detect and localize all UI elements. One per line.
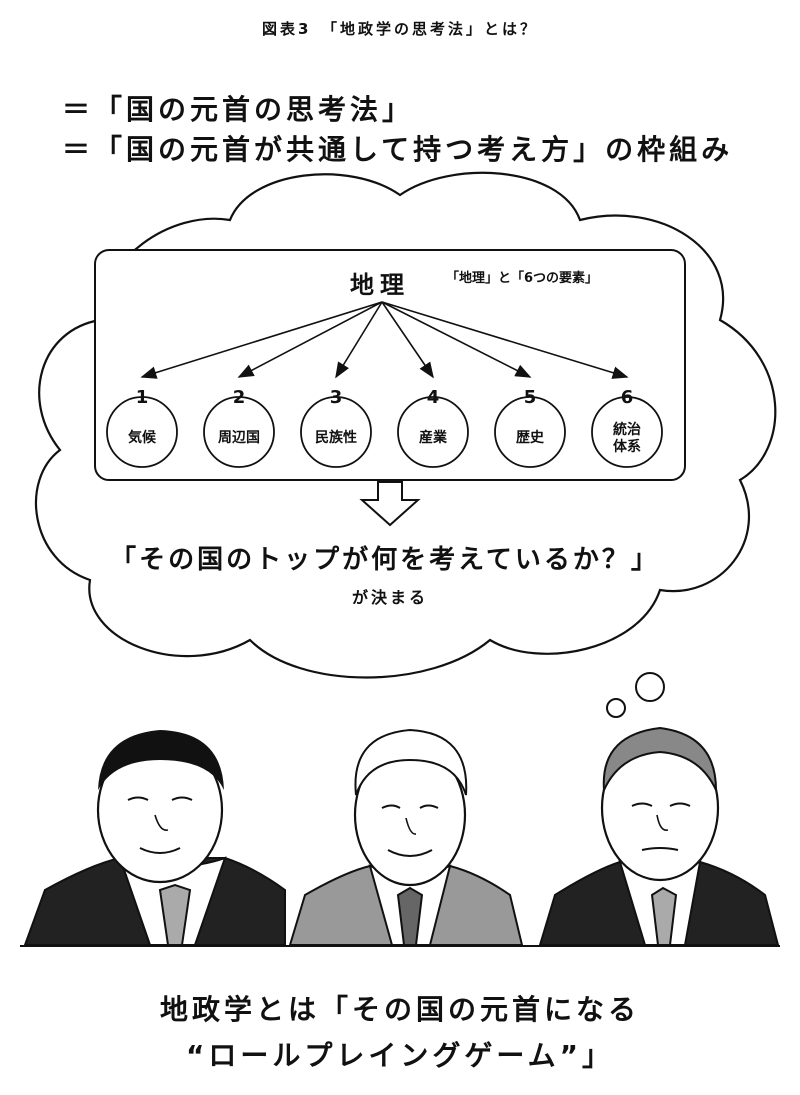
element-number-1: 1 [136, 387, 149, 408]
thought-bubble-large [635, 672, 665, 702]
arrow-to-element-1 [140, 301, 383, 379]
equivalence-line-1: ＝「国の元首の思考法」 [62, 93, 415, 126]
element-label-4: 産業 [419, 429, 448, 446]
root-arrows [140, 301, 629, 379]
element-label-2: 周辺国 [218, 429, 260, 446]
bottom-title-line-2: “ロールプレイングゲーム”」 [186, 1039, 614, 1072]
element-circle-6 [591, 396, 663, 468]
element-label-5: 歴史 [516, 430, 545, 446]
element-label-1: 気候 [128, 429, 157, 446]
bottom-title-line-1: 地政学とは「その国の元首になる [159, 993, 640, 1026]
leader-portrait-right [538, 726, 780, 946]
equivalence-line-2: ＝「国の元首が共通して持つ考え方」の枠組み [62, 133, 734, 166]
element-label-6-line-2: 体系 [613, 438, 641, 455]
element-number-6: 6 [621, 387, 634, 408]
leader-portrait-left [23, 730, 286, 946]
element-circle-1 [106, 396, 178, 468]
element-label-3: 民族性 [315, 429, 357, 446]
element-number-3: 3 [330, 387, 343, 408]
element-number-2: 2 [233, 387, 246, 408]
framework-legend: 「地理」と「6つの要素」 [446, 270, 598, 286]
arrow-to-element-6 [381, 301, 629, 379]
element-circle-5 [494, 396, 566, 468]
figure-title: 図表3 「地政学の思考法」とは？ [262, 20, 538, 38]
element-number-4: 4 [427, 387, 440, 408]
element-circle-2 [203, 396, 275, 468]
root-label: 地理 [350, 271, 410, 299]
down-arrow [359, 481, 421, 527]
arrow-to-element-2 [237, 301, 383, 378]
result-suffix: が決まる [352, 588, 428, 607]
element-number-5: 5 [524, 387, 537, 408]
thought-bubble-small [606, 698, 626, 718]
element-circle-3 [300, 396, 372, 468]
arrow-to-element-3 [335, 301, 383, 379]
result-question: 「その国のトップが何を考えているか？」 [110, 544, 660, 575]
arrow-to-element-5 [381, 301, 532, 378]
element-circle-4 [397, 396, 469, 468]
element-label-6-line-1: 統治 [613, 421, 641, 438]
leader-portrait-center [288, 728, 524, 946]
arrow-to-element-4 [381, 301, 434, 379]
